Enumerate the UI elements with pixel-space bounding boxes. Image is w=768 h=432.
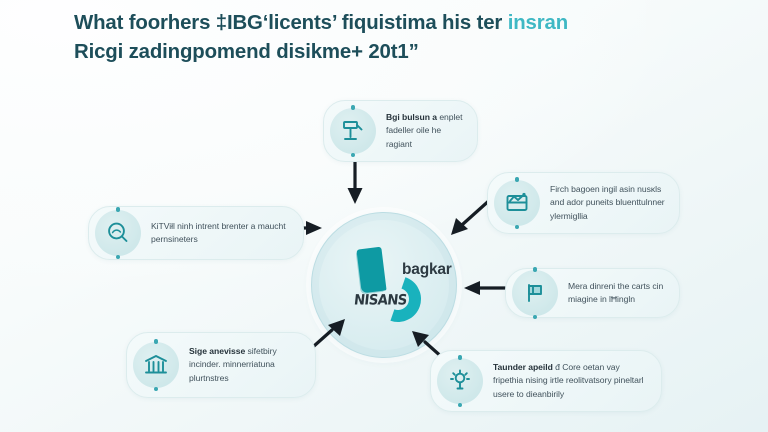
info-card-left-1-text: KiTViłl ninh intrent brenter a maucht pe… (141, 220, 303, 246)
info-card-left-2[interactable]: Sige anevisse sifetbiry incinder. minner… (126, 332, 316, 398)
info-card-top-strong: Bgi bulsun a (386, 112, 437, 123)
line-chart-icon (494, 177, 540, 229)
info-card-left-1-body: KiTViłl ninh intrent brenter a maucht pe… (151, 220, 286, 244)
page-title-accent: insran (507, 12, 568, 34)
hub-brand-word: bagkar (402, 261, 452, 278)
bank-building-icon (133, 339, 179, 391)
info-card-left-2-strong: Sige anevisse (189, 346, 246, 357)
info-card-right-2-text: Mera dinreni the carts cin miagine in lĦ… (558, 280, 679, 306)
hammer-gavel-icon (330, 105, 376, 157)
info-card-right-3-text: Taunder apeild đ Core oetan vay fripethi… (483, 361, 661, 400)
info-card-top[interactable]: Bgi bulsun a enplet fadeller oile he rag… (323, 100, 478, 162)
info-card-left-2-text: Sige anevisse sifetbiry incinder. minner… (179, 345, 315, 384)
info-card-right-3-body: đ Core oetan vay fripethia nising irtle … (493, 362, 644, 399)
hub-brand-subword: NISANS (353, 292, 408, 309)
info-card-left-1[interactable]: KiTViłl ninh intrent brenter a maucht pe… (88, 206, 304, 260)
page-title-line2: Ricgi zadingpomend disikme+ 20t1” (74, 41, 419, 64)
arrow-left-icon (463, 279, 507, 297)
info-card-right-3[interactable]: Taunder apeild đ Core oetan vay fripethi… (430, 350, 662, 412)
arrow-down-icon (342, 159, 368, 206)
info-card-right-1-text: Firch bagoen ingil asin nusĸls and ador … (540, 183, 679, 222)
info-card-top-body: enplet fadeller oile he ragiant (386, 112, 463, 149)
flag-marker-icon (512, 267, 558, 319)
page-title: What foorhers ‡IBG‘licents’ fiquistima h… (74, 9, 714, 68)
info-card-right-3-strong: Taunder apeild (493, 362, 553, 373)
info-card-right-2-body: Mera dinreni the carts cin miagine in lĦ… (568, 280, 664, 304)
info-card-left-2-body: sifetbiry incinder. minnerriatuna plurtn… (189, 346, 277, 383)
info-card-right-1-body: Firch bagoen ingil asin nusĸls and ador … (550, 184, 665, 221)
info-card-right-2[interactable]: Mera dinreni the carts cin miagine in lĦ… (505, 267, 680, 319)
info-card-top-text: Bgi bulsun a enplet fadeller oile he rag… (376, 111, 477, 150)
page-title-line1-main: What foorhers ‡IBG‘licents’ fiquistima h… (74, 12, 508, 34)
info-card-right-1[interactable]: Firch bagoen ingil asin nusĸls and ador … (487, 172, 680, 234)
lightbulb-idea-icon (437, 355, 483, 407)
magnifier-search-icon (95, 207, 141, 259)
